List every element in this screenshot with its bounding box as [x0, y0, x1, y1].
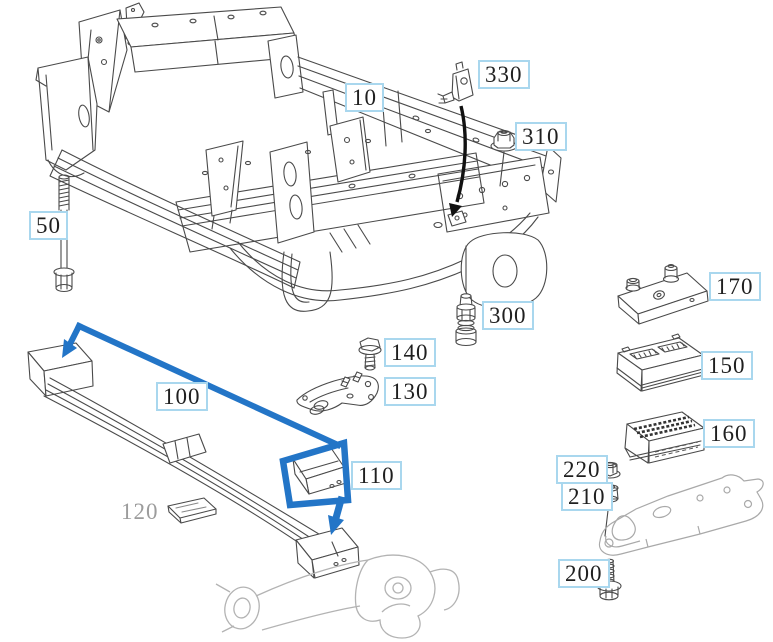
highlight-arrows-110 — [62, 321, 352, 535]
bracket-130-drawing — [296, 371, 379, 415]
callout-110[interactable]: 110 — [351, 461, 402, 490]
callout-10[interactable]: 10 — [345, 83, 384, 112]
callout-330[interactable]: 330 — [478, 60, 530, 89]
pad-120-drawing — [167, 497, 217, 524]
callout-210[interactable]: 210 — [561, 482, 613, 511]
buffer-300-drawing — [455, 245, 477, 347]
battery-tray-bracket-drawing — [598, 474, 764, 556]
callout-160[interactable]: 160 — [703, 419, 755, 448]
callout-150[interactable]: 150 — [701, 351, 753, 380]
bolt-140-drawing — [358, 337, 382, 371]
callout-300[interactable]: 300 — [482, 301, 534, 330]
callout-170[interactable]: 170 — [709, 272, 761, 301]
callout-220[interactable]: 220 — [556, 455, 608, 484]
callout-50[interactable]: 50 — [29, 211, 68, 240]
callout-130[interactable]: 130 — [384, 377, 436, 406]
bolt-50-drawing — [53, 174, 75, 293]
callout-310[interactable]: 310 — [515, 122, 567, 151]
callout-100[interactable]: 100 — [156, 382, 208, 411]
callout-140[interactable]: 140 — [384, 338, 436, 367]
arrow-330 — [449, 105, 467, 217]
frame-drawing — [35, 2, 562, 312]
leaf-spring-100-drawing — [27, 342, 360, 579]
callout-120: 120 — [121, 499, 159, 524]
axle-arm-drawing — [215, 554, 460, 639]
cover-plate-170-drawing — [617, 264, 709, 325]
battery-cover-160-drawing — [624, 411, 705, 464]
battery-150-drawing — [616, 333, 705, 392]
callout-200[interactable]: 200 — [558, 559, 610, 588]
bracket-330-drawing — [437, 61, 474, 104]
